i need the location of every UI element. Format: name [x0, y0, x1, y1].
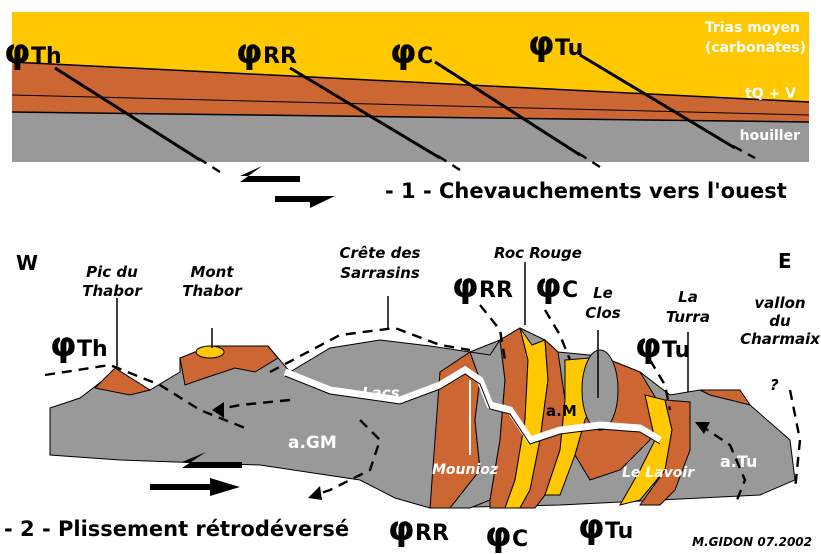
fault-tu-bot-label: Tu	[605, 519, 633, 544]
phi-symbol: φ	[452, 266, 479, 306]
phi-symbol: φ	[50, 325, 77, 365]
mont-label-1: Mont	[190, 263, 234, 281]
fault-c-line	[434, 60, 581, 157]
phi-symbol: φ	[390, 32, 417, 72]
lakes-valley	[283, 365, 662, 445]
mont-thabor-trias	[195, 345, 225, 359]
roc-rouge-label: Roc Rouge	[494, 244, 582, 262]
agm-label: a.GM	[288, 433, 337, 453]
houiller-layer	[12, 112, 809, 162]
fault-c-bot-label: C	[512, 527, 528, 552]
shear-arrows-1	[240, 166, 335, 208]
mounioz-label: Mounioz	[432, 462, 499, 478]
trias-sub-label: (carbonates)	[705, 40, 806, 56]
am-label: a.M	[546, 402, 577, 420]
eroded-profile	[269, 326, 471, 374]
fault-c-top-label: C	[562, 278, 578, 303]
lacs-label: Lacs	[362, 384, 400, 402]
fault-th-label: Th	[31, 44, 62, 69]
fold-core	[581, 349, 619, 431]
eroded-th-fault	[44, 363, 251, 432]
fault-tu-top-label: Tu	[662, 338, 690, 363]
houiller-label: houiller	[740, 128, 800, 144]
fault-rr-bot-label: RR	[415, 521, 449, 546]
fault-th-label-2: Th	[77, 337, 108, 362]
vallon-label-3: Charmaix	[740, 330, 821, 348]
pic-label-1: Pic du	[86, 263, 138, 281]
west-label: W	[16, 251, 38, 275]
crete-label-2: Sarrasins	[340, 264, 420, 282]
turra-label-2: Turra	[666, 308, 710, 326]
fault-tu-line	[579, 53, 736, 150]
fault-rr-line	[289, 66, 441, 160]
phi-symbol: φ	[528, 24, 555, 64]
phi-symbol: φ	[578, 507, 605, 547]
mont-label-2: Thabor	[182, 282, 243, 300]
shear-arrows-2	[150, 452, 242, 496]
fault-rr-top-label: RR	[479, 278, 513, 303]
clos-label-2: Clos	[585, 304, 620, 322]
fault-tu-label: Tu	[555, 36, 583, 61]
fault-th-line	[54, 66, 201, 162]
fault-c-label: C	[417, 44, 433, 69]
phi-symbol: φ	[388, 509, 415, 549]
eroded-rr	[479, 304, 507, 361]
fold-band-3	[519, 338, 566, 509]
fault-rr-label: RR	[263, 44, 297, 69]
lavoir-label: Le Lavoir	[622, 465, 695, 481]
phi-symbol: φ	[635, 326, 662, 366]
east-label: E	[778, 249, 792, 273]
trias-label: Trias moyen	[705, 20, 800, 36]
arrow-atu	[699, 424, 747, 506]
vallon-label-2: du	[769, 312, 791, 330]
fold-band-5	[639, 399, 691, 506]
eroded-tu	[648, 359, 672, 411]
question-mark: ?	[770, 376, 779, 394]
phi-symbol: φ	[4, 32, 31, 72]
caption-2: - 2 - Plissement rétrodéversé	[4, 517, 349, 541]
credit-label: M.GIDON 07.2002	[692, 535, 812, 549]
turra-cap	[699, 389, 752, 406]
eroded-c	[543, 309, 572, 361]
phi-symbol: φ	[236, 32, 263, 72]
tq-label: tQ + V	[745, 86, 796, 102]
vallon-label-1: vallon	[754, 294, 805, 312]
arrow-agm-lower	[314, 419, 382, 497]
pic-label-2: Thabor	[82, 282, 143, 300]
crete-label-1: Crête des	[340, 244, 421, 262]
panel-1-thrusts: φ Th φ RR φ C φ Tu Trias moyen (carbonat…	[4, 12, 810, 174]
clos-label-1: Le	[593, 284, 613, 302]
caption-1: - 1 - Chevauchements vers l'ouest	[385, 179, 787, 203]
turra-label-1: La	[678, 288, 698, 306]
atu-label: a.Tu	[720, 452, 757, 471]
pic-thabor-cap	[93, 367, 152, 396]
phi-symbol: φ	[535, 266, 562, 306]
phi-symbol: φ	[485, 515, 512, 554]
